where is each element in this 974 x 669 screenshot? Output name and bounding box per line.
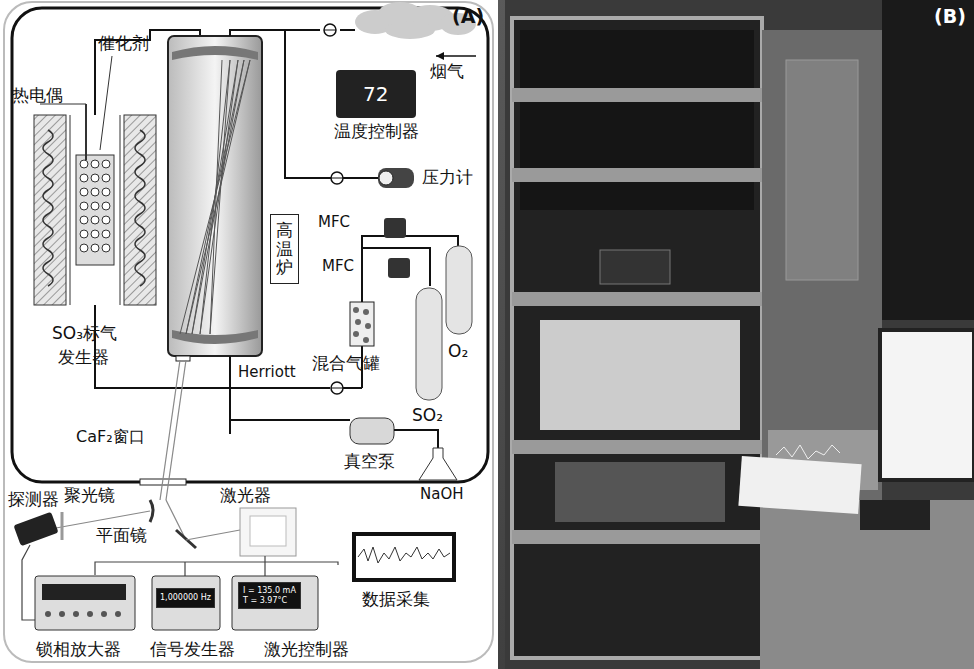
label: 激光控制器 xyxy=(264,640,349,660)
label: 锁相放大器 xyxy=(36,640,121,660)
node-text: 1,000000 Hz xyxy=(160,593,211,603)
label: NaOH xyxy=(420,486,464,503)
label: SO₂ xyxy=(412,406,443,426)
label: 发生器 xyxy=(58,348,109,368)
label: 催化剂 xyxy=(98,34,149,54)
label: 混合气罐 xyxy=(312,354,380,374)
label: SO₃标气 xyxy=(52,324,117,344)
label: CaF₂窗口 xyxy=(76,428,145,446)
label: MFC xyxy=(318,214,350,231)
node-text: 高温炉 xyxy=(276,221,293,277)
label: 探测器 xyxy=(8,490,59,510)
label: 平面镜 xyxy=(96,526,147,546)
node-text: 72 xyxy=(363,82,388,106)
signal-generator-display: 1,000000 Hz xyxy=(156,588,215,608)
temperature-display: 72 xyxy=(355,78,396,110)
label: (A) xyxy=(452,6,484,28)
node-text: I = 135.0 mA xyxy=(243,586,296,596)
label: 数据采集 xyxy=(362,590,430,610)
label: 温度控制器 xyxy=(334,122,419,142)
label: (B) xyxy=(934,6,966,28)
label: 压力计 xyxy=(422,168,473,188)
label: Herriott xyxy=(238,364,296,381)
furnace-box: 高温炉 xyxy=(270,214,299,284)
label: 热电偶 xyxy=(12,86,63,106)
laser-controller-display: I = 135.0 mAT = 3.97°C xyxy=(238,582,301,609)
label: 激光器 xyxy=(220,486,271,506)
label: 聚光镜 xyxy=(64,486,115,506)
label: MFC xyxy=(322,258,354,275)
label: 信号发生器 xyxy=(150,640,235,660)
label: O₂ xyxy=(448,342,468,362)
label: 烟气 xyxy=(430,62,464,82)
node-text: T = 3.97°C xyxy=(243,596,296,606)
label: 真空泵 xyxy=(344,452,395,472)
